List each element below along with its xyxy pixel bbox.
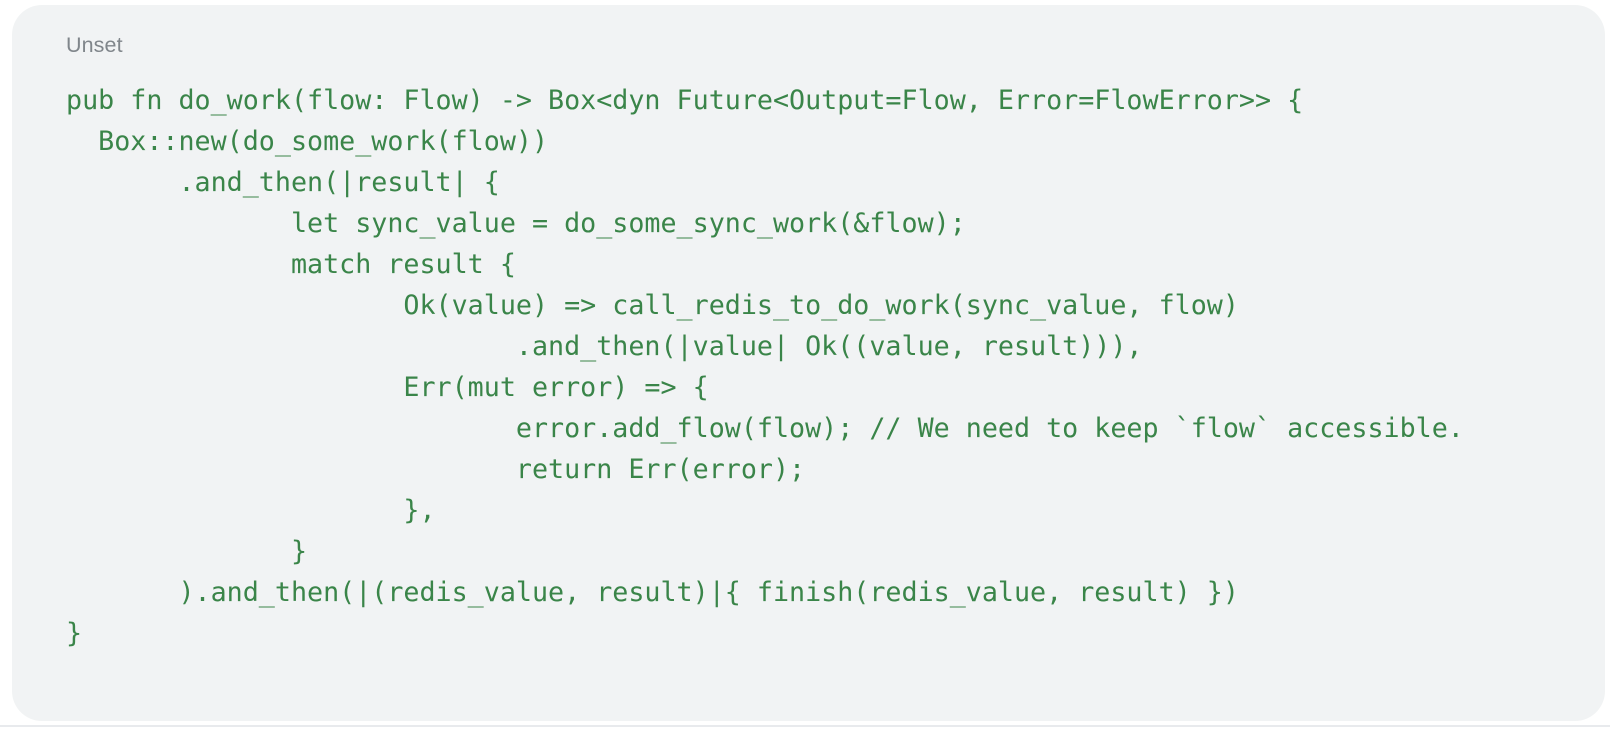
page-bottom-divider: [0, 725, 1610, 727]
code-language-label: Unset: [66, 33, 123, 57]
code-block-card: Unset pub fn do_work(flow: Flow) -> Box<…: [12, 5, 1605, 721]
code-content: pub fn do_work(flow: Flow) -> Box<dyn Fu…: [66, 85, 1464, 649]
